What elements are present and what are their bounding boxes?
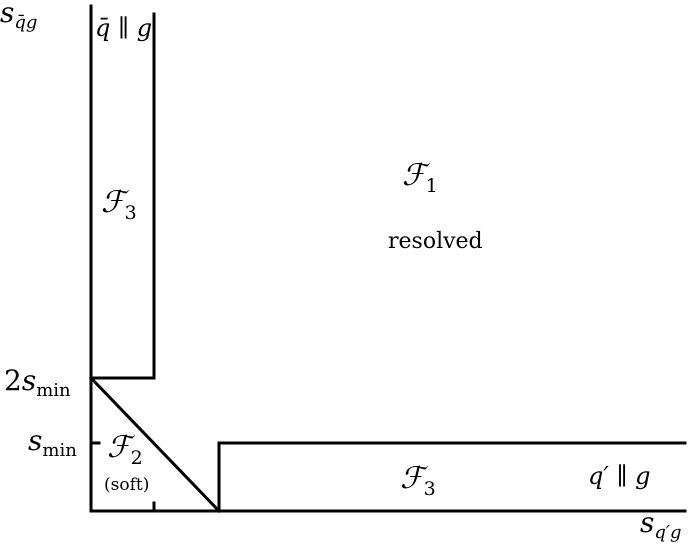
region-f2-label: ℱ2	[107, 430, 143, 469]
region-f3-bottom-note: q′ ∥ g	[588, 462, 651, 490]
x-axis-label: sq′g	[640, 506, 682, 543]
tick-label-2smin: 2smin	[4, 364, 71, 401]
tick-label-smin: smin	[28, 424, 77, 461]
region-f3-left-label: ℱ3	[101, 185, 137, 224]
y-axis-label: sq̄g	[0, 0, 37, 33]
region-f3-left-note: q̄ ∥ g	[95, 14, 152, 42]
soft-region-diagonal	[88, 375, 222, 514]
region-f3-bottom-label: ℱ3	[400, 461, 436, 500]
region-f1-label: ℱ1	[402, 158, 438, 197]
region-f2-note: (soft)	[104, 475, 149, 495]
region-f1-note: resolved	[388, 229, 483, 254]
